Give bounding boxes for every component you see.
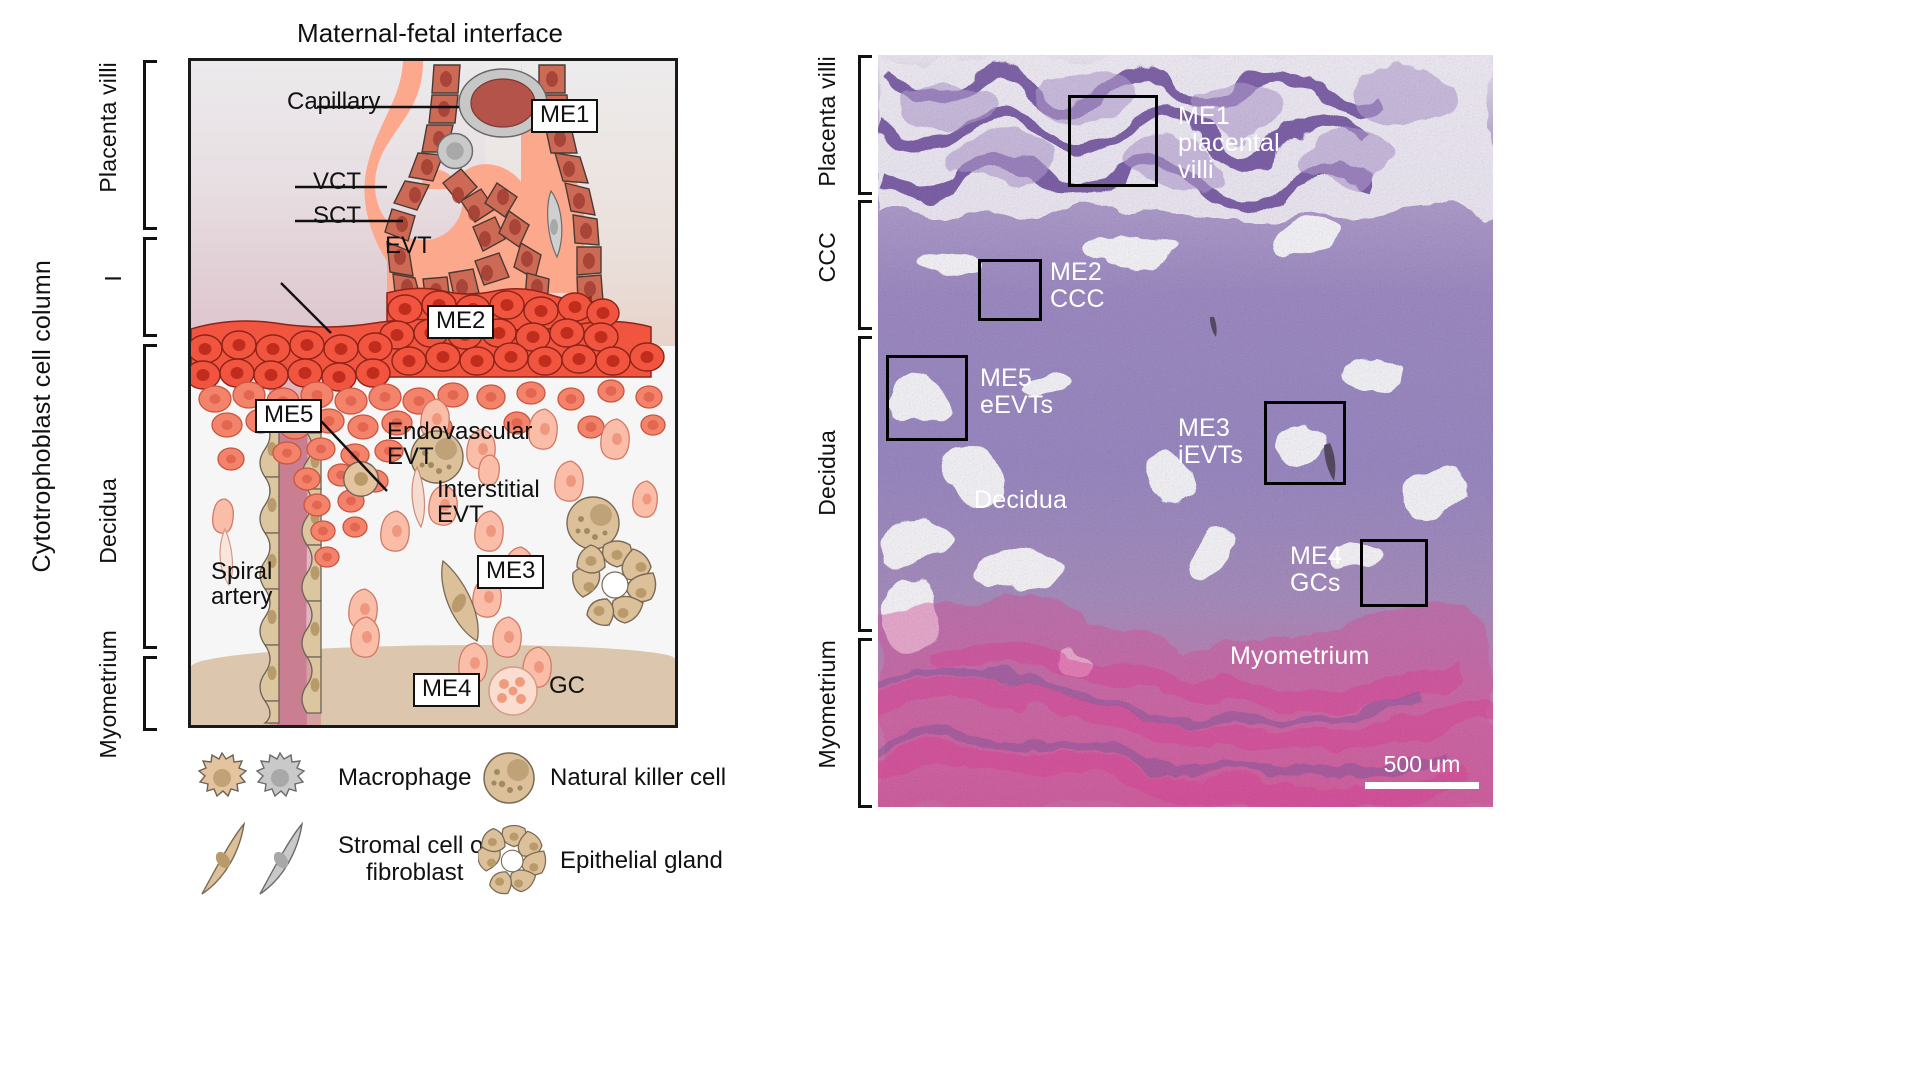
annotation-spiral-artery: Spiral artery [211, 558, 273, 611]
leader-endovascular-evt [320, 420, 388, 492]
giant-cell-shape [488, 666, 538, 716]
leader-evt [280, 282, 332, 334]
roi-box-me1[interactable] [1068, 95, 1158, 187]
nk-cell-icon [483, 752, 535, 804]
image-label-myometrium: Myometrium [1230, 642, 1370, 670]
legend-label-natural-killer-cell: Natural killer cell [550, 763, 727, 791]
scale-bar-line [1365, 782, 1479, 789]
image-label-me1-placental-villi: ME1 placental villi [1178, 102, 1280, 184]
legend-item-macrophage: Macrophage [188, 748, 471, 808]
legend-label-macrophage: Macrophage [338, 763, 472, 791]
legend-item-natural-killer-cell: Natural killer cell [478, 748, 726, 808]
scale-bar-label: 500 um [1383, 751, 1461, 777]
image-label-me3-ievts: ME3 iEVTs [1178, 414, 1243, 469]
annotation-interstitial-evt: Interstitial EVT [437, 476, 540, 529]
region-label-placenta-villi: Placenta villi [95, 62, 121, 193]
histology-image: ME1 placental villi ME2 CCC ME5 eEVTs ME… [878, 55, 1493, 807]
region-label-right-placenta-villi: Placenta villi [814, 56, 840, 187]
diagram-vector-art [191, 61, 666, 725]
page-title: Maternal-fetal interface [297, 18, 563, 48]
annotation-sct: SCT [313, 202, 361, 229]
bracket-right-myometrium [858, 638, 872, 808]
module-box-me4[interactable]: ME4 [413, 673, 481, 708]
annotation-evt: EVT [385, 232, 432, 259]
right-histology-panel: Placenta villi CCC Decidua Myometrium [800, 0, 1920, 1080]
label-right-ccc-wrap: CCC [814, 232, 841, 282]
label-right-placenta-villi-wrap: Placenta villi [814, 56, 841, 187]
image-label-me5-eevts: ME5 eEVTs [980, 364, 1054, 419]
annotation-endovascular-evt: Endovascular EVT [387, 418, 533, 471]
region-label-right-ccc: CCC [814, 232, 840, 283]
legend-label-epithelial-gland: Epithelial gland [560, 846, 723, 874]
bracket-right-ccc [858, 200, 872, 330]
roi-box-me3[interactable] [1264, 401, 1346, 485]
module-box-me2[interactable]: ME2 [427, 305, 495, 340]
legend-item-stromal-fibroblast: Stromal cell or fibroblast [188, 820, 491, 900]
annotation-capillary: Capillary [287, 88, 381, 115]
bracket-decidua [143, 344, 157, 649]
bracket-myometrium [143, 656, 157, 731]
roi-box-me2[interactable] [978, 259, 1042, 321]
outer-bracket-label-wrap: Cytotrophoblast cell column [28, 260, 57, 680]
region-label-ccc: I [100, 275, 126, 282]
annotation-vct: VCT [313, 168, 361, 195]
annotation-gc: GC [549, 672, 585, 699]
left-schematic-panel: Maternal-fetal interface Cytotrophoblast… [0, 0, 800, 1080]
capillary-shape [458, 68, 548, 138]
image-label-decidua: Decidua [974, 486, 1068, 514]
region-label-right-myometrium: Myometrium [814, 640, 840, 769]
image-label-me2-ccc: ME2 CCC [1050, 258, 1105, 313]
roi-box-me4[interactable] [1360, 539, 1428, 607]
epithelial-gland-shape [572, 540, 657, 626]
label-decidua-wrap: Decidua [95, 478, 122, 564]
legend-label-stromal-fibroblast: Stromal cell or fibroblast [338, 832, 492, 886]
image-label-me4-gcs: ME4 GCs [1290, 542, 1343, 597]
maternal-fetal-interface-diagram: Capillary VCT SCT EVT Endovascular EVT I… [188, 58, 678, 728]
spindle-cell-icon [201, 821, 304, 895]
label-right-myometrium-wrap: Myometrium [814, 640, 841, 769]
legend-item-epithelial-gland: Epithelial gland [478, 822, 723, 900]
cytotrophoblast-cell-column-label: Cytotrophoblast cell column [28, 260, 56, 573]
module-box-me1[interactable]: ME1 [531, 99, 599, 134]
label-placenta-villi-wrap: Placenta villi [95, 62, 122, 228]
region-label-myometrium: Myometrium [95, 630, 121, 759]
scale-bar: 500 um [1365, 751, 1479, 789]
bracket-placenta-villi [143, 60, 157, 230]
roi-box-me5[interactable] [886, 355, 968, 441]
module-box-me5[interactable]: ME5 [255, 399, 323, 434]
epithelial-gland-icon [478, 824, 547, 895]
bracket-ccc [143, 237, 157, 337]
label-ccc-wrap: I [100, 275, 127, 282]
macrophage-icon [197, 751, 306, 798]
label-right-decidua-wrap: Decidua [814, 430, 841, 516]
region-label-right-decidua: Decidua [814, 430, 840, 516]
bracket-right-placenta-villi [858, 55, 872, 195]
bracket-right-decidua [858, 336, 872, 632]
legend: Macrophage Natural killer cell [188, 742, 748, 922]
histology-texture [878, 55, 1493, 807]
label-myometrium-wrap: Myometrium [95, 630, 122, 759]
module-box-me3[interactable]: ME3 [477, 555, 545, 590]
region-label-decidua: Decidua [95, 478, 121, 564]
